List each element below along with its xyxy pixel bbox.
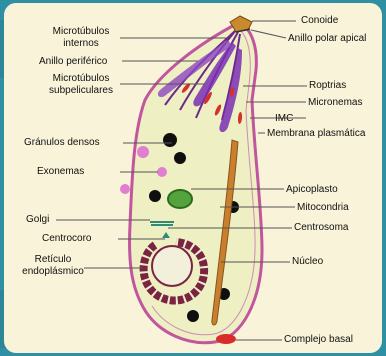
exoneme	[157, 167, 167, 177]
dense-granule	[174, 152, 186, 164]
dense-granule	[163, 133, 177, 147]
label-nucleo: Núcleo	[292, 256, 323, 268]
dense-granule	[149, 190, 161, 202]
apicoplast	[168, 190, 192, 208]
label-microtubulos-internos-line1: Microtúbulos	[44, 26, 118, 38]
label-centrocoro: Centrocoro	[42, 233, 91, 245]
label-centrosoma: Centrosoma	[294, 222, 348, 234]
exoneme	[120, 184, 130, 194]
label-reticulo-endoplasmico: Retículo endoplásmico	[20, 254, 86, 278]
label-reticulo-line2: endoplásmico	[20, 266, 86, 278]
label-exonemas: Exonemas	[37, 166, 84, 178]
label-microtubulos-subpeliculares-line2: subpeliculares	[42, 85, 120, 97]
label-micronemas: Micronemas	[308, 97, 362, 109]
label-imc: IMC	[275, 113, 293, 125]
label-apicoplasto: Apicoplasto	[286, 184, 338, 196]
exoneme	[137, 146, 149, 158]
label-complejo-basal: Complejo basal	[284, 334, 353, 346]
label-microtubulos-subpeliculares-line1: Microtúbulos	[42, 73, 120, 85]
label-mitocondria: Mitocondria	[297, 202, 349, 214]
label-membrana-plasmatica: Membrana plasmática	[267, 128, 365, 140]
dense-granule	[187, 310, 199, 322]
label-microtubulos-internos: Microtúbulos internos	[44, 26, 118, 50]
label-roptrias: Roptrias	[309, 80, 346, 92]
label-anillo-polar-apical: Anillo polar apical	[288, 33, 366, 45]
label-granulos-densos: Gránulos densos	[24, 137, 100, 149]
nucleus	[152, 246, 192, 286]
label-anillo-periferico: Anillo periférico	[39, 56, 107, 68]
label-microtubulos-internos-line2: internos	[44, 38, 118, 50]
label-microtubulos-subpeliculares: Microtúbulos subpeliculares	[42, 73, 120, 97]
label-reticulo-line1: Retículo	[20, 254, 86, 266]
label-conoide: Conoide	[301, 15, 338, 27]
basal-complex	[216, 334, 236, 344]
label-golgi: Golgi	[26, 214, 49, 226]
